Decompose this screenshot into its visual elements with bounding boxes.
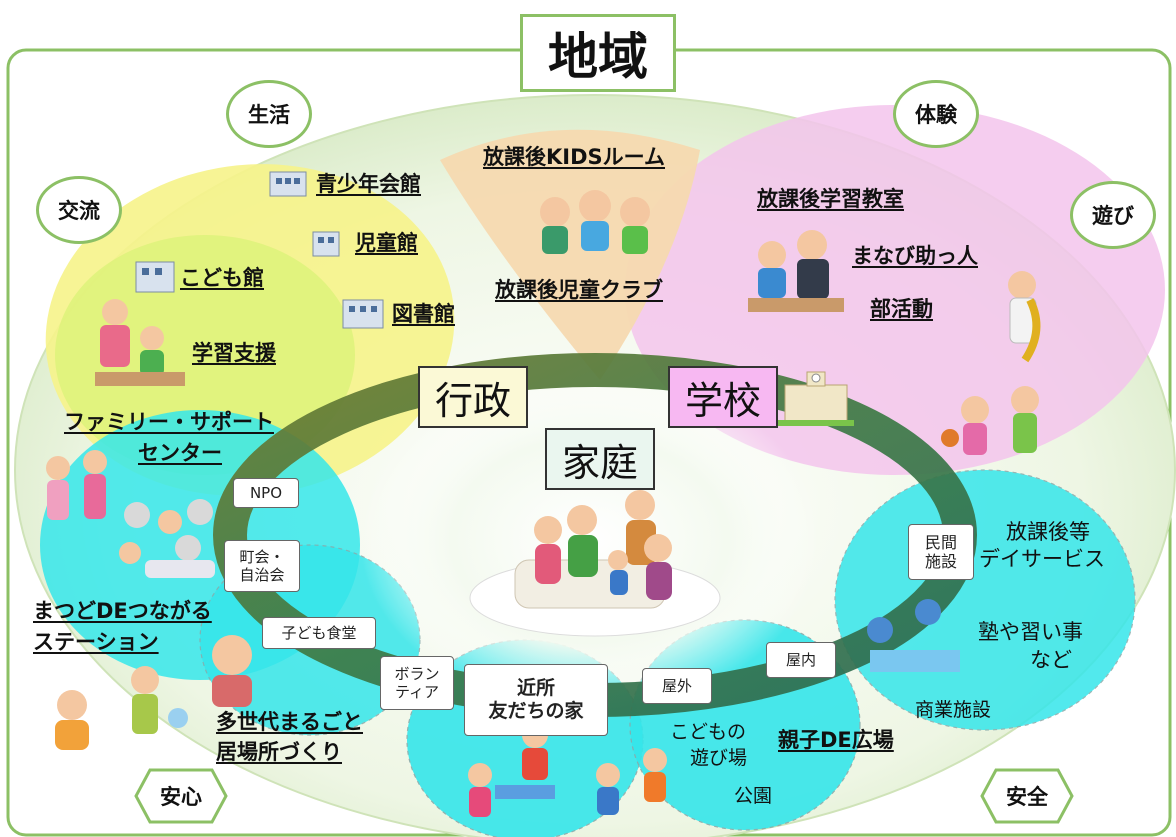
link-jidokan[interactable]: 児童館 bbox=[355, 231, 418, 255]
box-volunteer-line1: ボラン bbox=[394, 665, 440, 683]
zone-overlap-top bbox=[440, 129, 700, 380]
hub-katei: 家庭 bbox=[545, 428, 655, 490]
box-kinjo: 近所 友だちの家 bbox=[464, 664, 608, 736]
link-tasedai-line1[interactable]: 多世代まるごと bbox=[216, 710, 363, 734]
theme-play: 遊び bbox=[1070, 181, 1156, 249]
building-icon-seishonen bbox=[269, 171, 307, 197]
box-chokai-line2: 自治会 bbox=[239, 566, 285, 584]
box-chokai-line1: 町会・ bbox=[239, 548, 285, 566]
text-juku-line1: 塾や習い事 bbox=[978, 620, 1083, 644]
link-family-support-line2[interactable]: センター bbox=[138, 441, 222, 465]
theme-experience: 体験 bbox=[893, 80, 979, 148]
hub-gyosei: 行政 bbox=[418, 366, 528, 428]
link-toshokan[interactable]: 図書館 bbox=[392, 302, 455, 326]
link-seishonen-kaikan[interactable]: 青少年会館 bbox=[316, 172, 421, 196]
link-tasedai-line2[interactable]: 居場所づくり bbox=[216, 740, 342, 764]
family-support-illustration bbox=[46, 450, 107, 520]
family-illustration bbox=[534, 490, 672, 600]
theme-safety: 安全 bbox=[980, 768, 1074, 824]
text-shogyo-shisetsu: 商業施設 bbox=[915, 699, 992, 721]
tutor-illustration bbox=[748, 230, 844, 312]
building-icon-kodomokan bbox=[135, 261, 175, 293]
link-bukatsudo[interactable]: 部活動 bbox=[870, 297, 933, 321]
box-npo: NPO bbox=[233, 478, 299, 508]
theme-exchange: 交流 bbox=[36, 176, 122, 244]
zone-lime bbox=[55, 235, 355, 475]
box-minkan-shisetsu: 民間 施設 bbox=[908, 524, 974, 580]
text-day-service-line2: デイサービス bbox=[979, 547, 1105, 571]
box-volunteer-line2: ティア bbox=[394, 683, 440, 701]
link-matsudo-station-line1[interactable]: まつどDEつながる bbox=[33, 599, 212, 623]
theme-relief: 安心 bbox=[134, 768, 228, 824]
basketball-illustration bbox=[941, 386, 1039, 455]
school-building-icon bbox=[778, 371, 854, 426]
text-asobiba-line2: 遊び場 bbox=[690, 747, 748, 769]
box-kinjo-line1: 近所 bbox=[516, 677, 555, 700]
box-chokai: 町会・ 自治会 bbox=[224, 540, 300, 592]
building-icon-toshokan bbox=[342, 299, 384, 329]
page-title: 地域 bbox=[520, 14, 676, 92]
kids-illustration bbox=[540, 190, 650, 254]
text-day-service-line1: 放課後等 bbox=[1006, 520, 1090, 544]
theme-life: 生活 bbox=[226, 80, 312, 148]
link-matsudo-station-line2[interactable]: ステーション bbox=[33, 630, 159, 654]
link-family-support-line1[interactable]: ファミリー・サポート bbox=[64, 410, 274, 434]
link-jido-club[interactable]: 放課後児童クラブ bbox=[495, 278, 663, 302]
link-manabi-suketto[interactable]: まなび助っ人 bbox=[852, 244, 978, 268]
box-okugai: 屋外 bbox=[642, 668, 712, 704]
link-oyako-hiroba[interactable]: 親子DE広場 bbox=[778, 728, 894, 752]
elderly-table-illustration bbox=[119, 499, 215, 578]
box-okunai: 屋内 bbox=[766, 642, 836, 678]
learning-support-illustration bbox=[95, 299, 185, 386]
box-kinjo-line2: 友だちの家 bbox=[488, 700, 584, 722]
zone-cyan-right bbox=[834, 469, 1136, 731]
building-icon-jidokan bbox=[312, 231, 340, 257]
hub-gakko: 学校 bbox=[668, 366, 778, 428]
link-kodomokan[interactable]: こども館 bbox=[180, 266, 264, 290]
swimming-illustration bbox=[867, 599, 960, 672]
link-gakushu-kyoshitsu[interactable]: 放課後学習教室 bbox=[757, 187, 904, 211]
running-kids-illustration bbox=[596, 748, 667, 815]
link-kids-room[interactable]: 放課後KIDSルーム bbox=[483, 145, 666, 169]
box-minkan-line2: 施設 bbox=[924, 552, 957, 571]
box-kodomo-shokudo: 子ども食堂 bbox=[262, 617, 376, 649]
text-juku-line2: など bbox=[1030, 648, 1072, 672]
saxophone-illustration bbox=[1008, 271, 1041, 363]
text-koen: 公園 bbox=[734, 785, 773, 807]
box-volunteer: ボラン ティア bbox=[380, 656, 454, 710]
link-gakushu-shien[interactable]: 学習支援 bbox=[192, 341, 276, 365]
text-asobiba-line1: こどもの bbox=[670, 721, 747, 743]
elderly-illustration bbox=[55, 635, 252, 750]
box-minkan-line1: 民間 bbox=[924, 532, 957, 552]
